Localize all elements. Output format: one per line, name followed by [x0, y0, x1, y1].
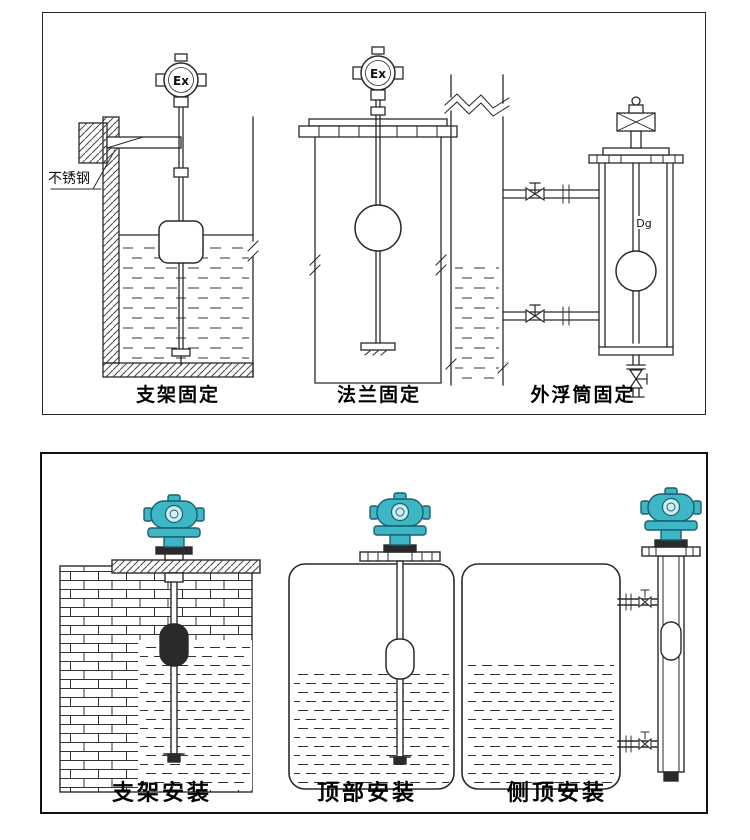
- wall-plate: [78, 122, 108, 164]
- fixing-methods-panel: Ex 不锈钢 Ex: [42, 12, 706, 415]
- vessel-walls: [450, 74, 504, 386]
- valve-handle: [640, 731, 650, 740]
- chamber-top-flange: [588, 154, 684, 164]
- figure-bracket-install: [59, 494, 261, 793]
- break-marks: [445, 358, 509, 374]
- installation-types-panel: 支架安装 顶部安装 侧顶安装: [40, 452, 708, 814]
- flange-bolts: [367, 551, 433, 562]
- figure-side-top-install: [461, 487, 702, 790]
- caption-external-chamber-fixed: 外浮筒固定: [530, 384, 636, 406]
- dg-label-backing: [635, 216, 654, 229]
- transmitter-stand: [164, 553, 184, 561]
- connection-pipes: [502, 189, 600, 321]
- transmitter-base: [654, 539, 688, 548]
- bracket-brace: [106, 136, 144, 149]
- valve-icon: [638, 737, 652, 751]
- flange-plate-upper: [308, 118, 448, 127]
- chamber-walls: [598, 162, 674, 348]
- figure-flange-fixed: [298, 46, 458, 384]
- tear-break: [444, 101, 510, 117]
- transmitter-icon: [143, 494, 205, 548]
- stem-coupling: [173, 167, 189, 178]
- float: [159, 623, 189, 667]
- water-dashes: [468, 657, 614, 784]
- tank-flange: [359, 551, 441, 562]
- valve-icon: [638, 595, 652, 609]
- caption-side-top-install: 侧顶安装: [506, 781, 608, 806]
- break-marks: [309, 254, 447, 276]
- caption-bracket-fixed: 支架固定: [135, 384, 221, 406]
- flange-bolts: [318, 125, 438, 138]
- pipe-flange-ticks: [562, 184, 570, 326]
- flange-bolts: [648, 546, 694, 557]
- head-cross: [616, 112, 656, 132]
- connection-pipes: [617, 598, 659, 748]
- figure-bracket-fixed: [50, 53, 259, 378]
- external-tube: [657, 555, 685, 773]
- head-stand: [630, 130, 642, 149]
- float: [385, 638, 415, 680]
- stem-weight: [167, 753, 181, 763]
- installation-types-drawing: [59, 487, 702, 793]
- dg-label: Dg: [636, 217, 651, 230]
- tube-flange: [641, 546, 701, 557]
- flange-plate-lower: [298, 125, 458, 138]
- float: [158, 220, 204, 264]
- bottom-anchor: [360, 342, 396, 351]
- transmitter-icon: [369, 492, 431, 546]
- liquid-dashes: [455, 261, 499, 379]
- stem-coupling: [164, 572, 184, 583]
- stem-coupling: [370, 106, 386, 116]
- float: [660, 621, 682, 661]
- anchor-hatch: [364, 349, 388, 356]
- figure-external-chamber-fixed: [444, 74, 684, 398]
- transmitter-base: [155, 546, 193, 555]
- pit-bottom: [102, 362, 254, 378]
- tube-weight: [663, 771, 679, 782]
- stem-weight: [393, 756, 407, 765]
- chamber-bottom-cap: [598, 346, 674, 356]
- float-sphere: [354, 204, 402, 252]
- head-cap: [628, 104, 644, 114]
- valve-handle: [640, 589, 650, 598]
- drain-pipe: [626, 354, 646, 370]
- water-dashes: [294, 667, 449, 784]
- bracket-arm: [106, 136, 182, 149]
- flange-bolts: [596, 154, 676, 164]
- transmitter-icon: [640, 487, 702, 541]
- label-leader-line: [50, 149, 116, 190]
- chamber-top-plate: [602, 147, 670, 156]
- mount-platform-hatch: [112, 560, 260, 573]
- figure-top-install: [288, 492, 455, 790]
- tear-break: [444, 93, 510, 109]
- transmitter-base: [383, 544, 417, 553]
- caption-bracket-install: 支架安装: [111, 781, 213, 806]
- fixing-methods-drawing: Ex 不锈钢 Ex: [48, 46, 684, 398]
- water-dashes: [140, 646, 250, 786]
- ex-label: Ex: [173, 74, 189, 88]
- stem-end-stop: [171, 348, 191, 357]
- head-knob: [631, 96, 641, 106]
- material-label: 不锈钢: [48, 171, 90, 187]
- pipe-flange-ticks: [625, 593, 632, 753]
- caption-top-install: 顶部安装: [316, 781, 418, 806]
- break-marks: [247, 240, 259, 262]
- float-sphere: [615, 250, 657, 292]
- tube-inner-walls: [662, 555, 680, 773]
- drain-tail: [627, 388, 645, 398]
- caption-flange-fixed: 法兰固定: [336, 384, 422, 406]
- ex-label: Ex: [370, 67, 386, 81]
